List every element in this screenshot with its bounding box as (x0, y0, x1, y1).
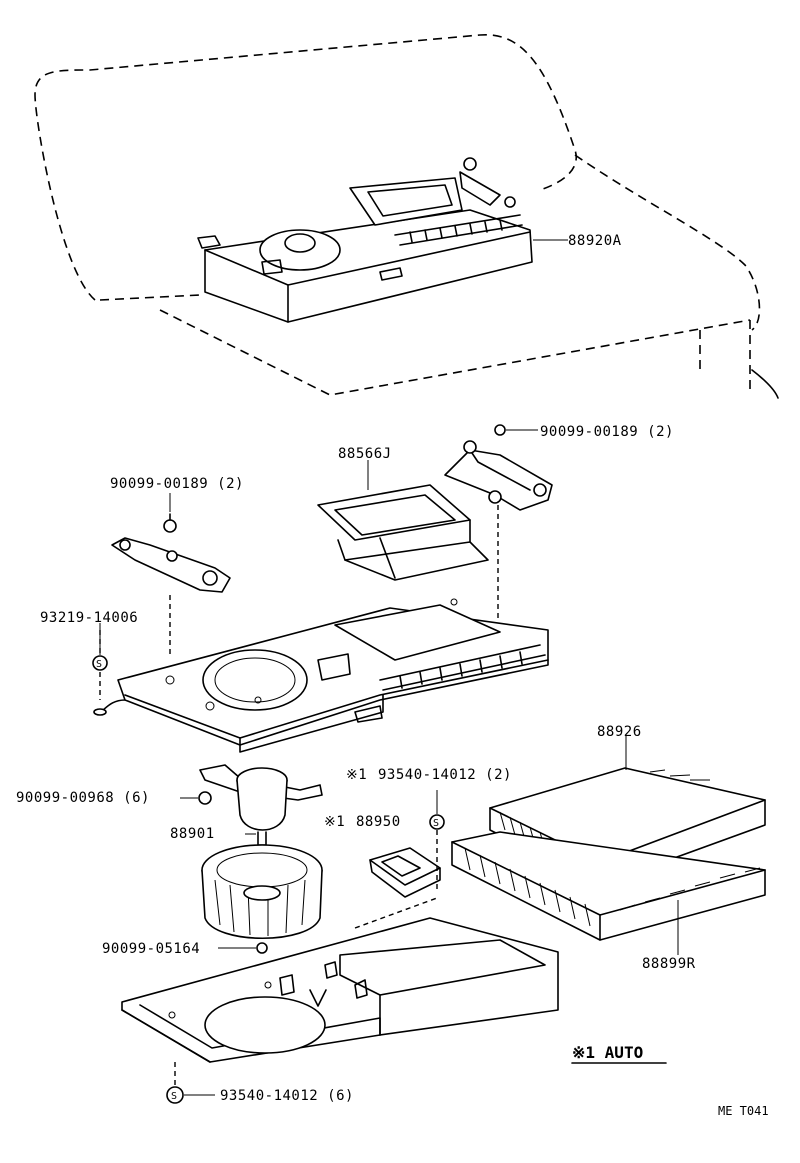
auto-legend-text: ※1 AUTO (572, 1043, 643, 1062)
auto-mark-b: ※1 (324, 814, 345, 830)
leader-lines (99, 493, 438, 1096)
part-label-93540-14012-2: 93540-14012 (2) (378, 767, 512, 783)
blower-fan (201, 844, 323, 954)
drawing-code: ME T041 (718, 1104, 769, 1118)
bracket-right (444, 424, 553, 620)
part-label-90099-00189-left: 90099-00189 (2) (110, 476, 244, 492)
duct-seal-88566J (317, 460, 489, 581)
sensor-clip-93219 (93, 630, 126, 716)
part-label-88901: 88901 (170, 826, 215, 842)
part-label-93540-14012-6: 93540-14012 (6) (220, 1088, 354, 1104)
part-label-88926: 88926 (597, 724, 642, 740)
part-label-90099-00968: 90099-00968 (6) (16, 790, 150, 806)
part-label-90099-00189-right: 90099-00189 (2) (540, 424, 674, 440)
s-symbol-93540-6: S (166, 1086, 184, 1104)
s-symbol-text: S (96, 659, 102, 670)
part-label-88566J: 88566J (338, 446, 392, 462)
assembled-unit-88920A (197, 157, 568, 323)
s-symbol-93540-2: S (429, 814, 445, 830)
auto-mark-a: ※1 (346, 767, 367, 783)
s-symbol-text: S (433, 818, 439, 829)
auto-legend: ※1 AUTO (571, 1043, 667, 1064)
part-label-88899R: 88899R (642, 956, 696, 972)
part-label-88950: 88950 (356, 814, 401, 830)
s-symbol-93219: S (92, 655, 108, 671)
filter-88899R (451, 831, 766, 955)
part-label-90099-05164: 90099-05164 (102, 941, 200, 957)
upper-case (117, 598, 549, 753)
lower-case (121, 917, 559, 1088)
s-symbol-text: S (171, 1091, 177, 1102)
part-label-93219-14006: 93219-14006 (40, 610, 138, 626)
blower-motor-88901 (180, 764, 323, 846)
bracket-left (111, 513, 231, 655)
part-label-88920A: 88920A (568, 233, 622, 249)
vehicle-outline (34, 34, 779, 399)
